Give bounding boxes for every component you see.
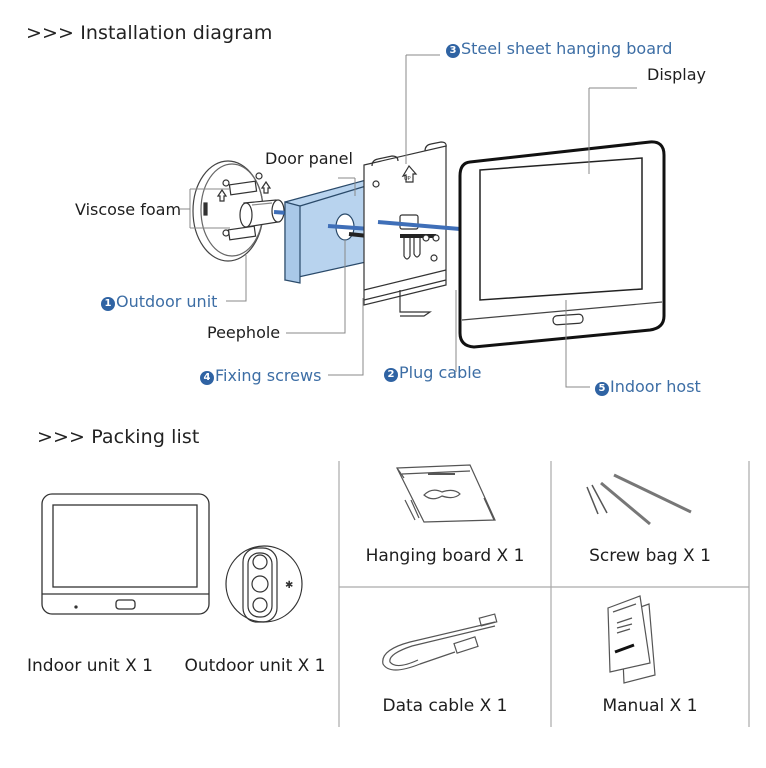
up-arrow-text: UP xyxy=(404,176,411,182)
leader-peephole xyxy=(286,240,346,334)
packing-grid xyxy=(338,461,750,727)
packing-title: >>> Packing list xyxy=(37,426,200,448)
label-viscose-foam: Viscose foam xyxy=(75,200,182,219)
badge-5-icon: 5 xyxy=(595,382,609,396)
packing-item-hanging-board: Hanging board X 1 xyxy=(365,546,525,566)
packing-item-screw-bag: Screw bag X 1 xyxy=(589,546,711,566)
steel-board-illustration: UP xyxy=(363,141,461,317)
data-cable-icon xyxy=(382,613,498,671)
outdoor-unit-icon: ✱ xyxy=(225,545,303,623)
door-panel-illustration xyxy=(284,179,371,284)
leader-outdoor-unit xyxy=(226,255,247,302)
packing-item-indoor-unit: Indoor unit X 1 xyxy=(27,656,153,676)
leader-fixing-screws xyxy=(328,298,364,376)
packing-item-data-cable: Data cable X 1 xyxy=(382,696,508,716)
label-fixing-screws-text: Fixing screws xyxy=(215,366,322,385)
leader-indoor-host xyxy=(565,300,590,388)
packing-item-manual: Manual X 1 xyxy=(602,696,698,716)
hanging-board-icon xyxy=(396,464,496,523)
badge-2-icon: 2 xyxy=(384,368,398,382)
leader-viscose-foam xyxy=(180,188,230,229)
svg-text:✱: ✱ xyxy=(285,580,293,591)
manual-icon xyxy=(607,595,656,684)
label-outdoor-unit-text: Outdoor unit xyxy=(116,292,218,311)
indoor-unit-icon xyxy=(41,493,210,615)
installation-title: >>> Installation diagram xyxy=(26,22,273,44)
label-plug-cable-text: Plug cable xyxy=(399,363,482,382)
badge-3-icon: 3 xyxy=(446,44,460,58)
badge-4-icon: 4 xyxy=(200,371,214,385)
indoor-host-illustration xyxy=(458,140,666,349)
label-door-panel: Door panel xyxy=(265,149,353,168)
leader-door-panel xyxy=(338,177,356,196)
leader-steel-board xyxy=(405,54,440,164)
badge-1-icon: 1 xyxy=(101,297,115,311)
leader-display xyxy=(588,87,637,174)
label-display: Display xyxy=(647,65,706,84)
label-peephole: Peephole xyxy=(207,323,281,342)
screw-bag-icon xyxy=(586,473,692,526)
packing-item-outdoor-unit: Outdoor unit X 1 xyxy=(184,656,326,676)
label-indoor-host-text: Indoor host xyxy=(610,377,701,396)
label-steel-board-text: Steel sheet hanging board xyxy=(461,39,673,58)
outdoor-unit-illustration xyxy=(192,160,289,262)
